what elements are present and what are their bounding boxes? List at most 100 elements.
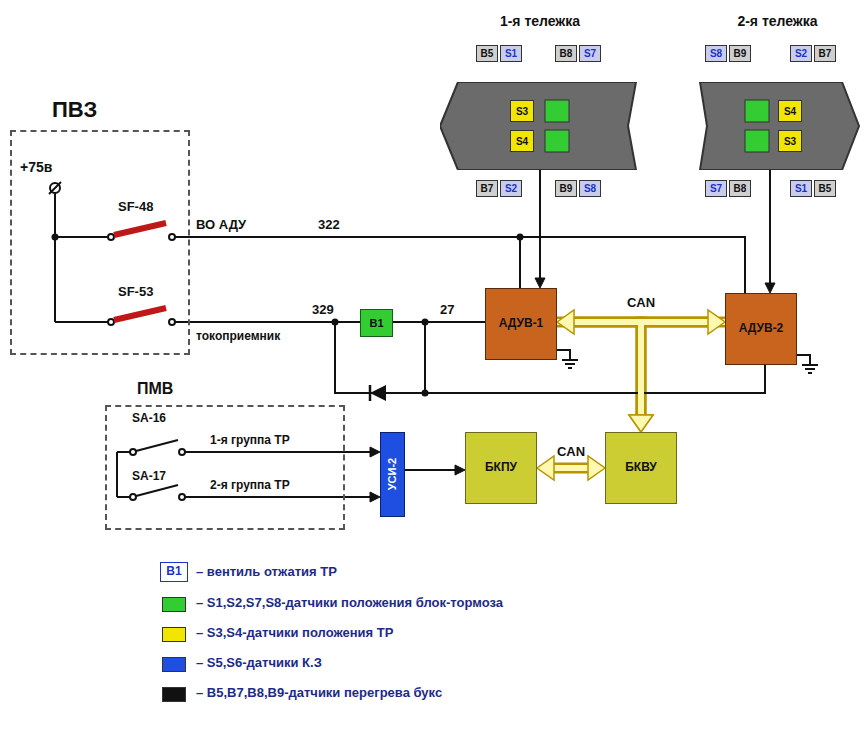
wire-label: ВО АДУ — [196, 218, 246, 232]
junction-dot — [422, 390, 429, 397]
node-text: УСИ-2 — [386, 458, 398, 490]
legend-text: – B5,B7,B8,B9-датчики перегрева букс — [196, 686, 442, 700]
sensor-square: S2 — [790, 45, 812, 62]
diode-bar — [369, 385, 372, 401]
node-text: B5 — [481, 48, 494, 59]
legend-sample-box: B1 — [160, 562, 188, 582]
controller-box: АДУВ-2 — [725, 293, 797, 365]
wire-label: SF-48 — [118, 200, 153, 214]
terminal-slash — [49, 182, 61, 194]
sensor-square: S8 — [705, 45, 727, 62]
control-unit-box: БКВУ — [605, 432, 677, 504]
wire-connector — [393, 321, 485, 323]
sensor-square: B8 — [729, 180, 751, 197]
node-text: S8 — [710, 48, 722, 59]
node-text: S7 — [584, 48, 596, 59]
arrowhead — [537, 456, 554, 480]
node-text: S4 — [516, 136, 528, 147]
bogie-body — [440, 82, 636, 170]
sensor-square: S8 — [579, 180, 601, 197]
breaker-contact — [108, 234, 114, 240]
sensor-square: S1 — [500, 45, 522, 62]
node-text: АДУВ-1 — [499, 317, 544, 330]
legend-text: – вентиль отжатия ТР — [196, 565, 337, 579]
sensor-square — [745, 130, 769, 152]
sensor-square: S2 — [500, 180, 522, 197]
wire-connector — [190, 237, 745, 293]
breaker-wire — [175, 321, 190, 323]
supply-terminal — [50, 183, 60, 193]
wire-connector — [190, 322, 765, 393]
node-text: B7 — [481, 183, 494, 194]
node-text: S7 — [710, 183, 722, 194]
control-unit-box: БКПУ — [465, 432, 537, 504]
can-bus-outline — [553, 463, 589, 474]
wire-connector — [405, 469, 456, 471]
node-text: АДУВ-2 — [739, 322, 784, 335]
edge-label: CAN — [625, 296, 657, 310]
bogie-body — [700, 82, 859, 170]
wire-label: SA-17 — [132, 470, 166, 483]
arrowhead — [370, 492, 380, 502]
ground-symbol — [797, 355, 818, 373]
can-bus-arrow — [553, 465, 589, 471]
wire-connector — [769, 170, 771, 284]
supply-wire — [55, 193, 108, 322]
sensor-square — [545, 130, 569, 152]
wire-connector — [345, 496, 371, 498]
wire-label: +75в — [20, 160, 52, 175]
node-text: B9 — [560, 183, 573, 194]
legend-swatch — [162, 597, 186, 612]
wire-label: 2-я группа ТР — [210, 479, 290, 492]
node-text: S4 — [784, 106, 796, 117]
node-text: B8 — [560, 48, 573, 59]
arrowhead — [557, 310, 574, 334]
switch-blade — [136, 440, 178, 451]
interface-box: УСИ-2 — [380, 432, 405, 517]
can-bus-outline — [557, 322, 641, 416]
node-text: БКВУ — [625, 461, 657, 474]
node-text: B5 — [819, 183, 832, 194]
wire-label: 322 — [318, 218, 340, 232]
legend-swatch — [162, 687, 186, 702]
sensor-square: B8 — [555, 45, 577, 62]
diode-symbol — [370, 385, 386, 401]
wire-label: 27 — [440, 303, 454, 317]
arrowhead — [535, 278, 545, 288]
can-bus-arrow — [641, 322, 725, 416]
arrowhead — [370, 447, 380, 457]
bogie-outline — [440, 82, 640, 170]
sensor-square: B7 — [814, 45, 836, 62]
breaker-blade — [114, 308, 166, 320]
legend-text: – S3,S4-датчики положения ТР — [196, 626, 393, 640]
wire-label: SF-53 — [118, 285, 153, 299]
diode-wire — [424, 322, 426, 393]
bogie-shape: 2-я тележкаS4S3 — [695, 82, 860, 170]
wire-label: 329 — [312, 303, 334, 317]
sensor-square: B9 — [555, 180, 577, 197]
node-text: S2 — [795, 48, 807, 59]
arrowhead — [455, 465, 465, 475]
bogie-shape: 1-я тележкаS3S4 — [440, 82, 640, 170]
junction-dot — [422, 319, 429, 326]
wire-connector — [190, 237, 520, 288]
switch-contact — [179, 494, 185, 500]
node-text: B7 — [819, 48, 832, 59]
switch-blade — [136, 485, 178, 496]
breaker-contact — [169, 234, 175, 240]
legend-text: – S5,S6-датчики К.З — [196, 656, 322, 670]
sensor-square — [745, 100, 769, 122]
sensor-square: B5 — [476, 45, 498, 62]
sensor-square: B7 — [476, 180, 498, 197]
edge-label: CAN — [555, 445, 587, 459]
node-text: БКПУ — [485, 461, 517, 474]
sensor-square: S3 — [510, 100, 534, 122]
arrowhead — [765, 283, 775, 293]
node-text: S1 — [505, 48, 517, 59]
arrowhead — [629, 415, 653, 432]
bogie-outline — [695, 82, 860, 170]
switch-contact — [179, 449, 185, 455]
node-text: S3 — [784, 136, 796, 147]
junction-dot — [517, 234, 524, 241]
sensor-square: S3 — [778, 130, 802, 152]
